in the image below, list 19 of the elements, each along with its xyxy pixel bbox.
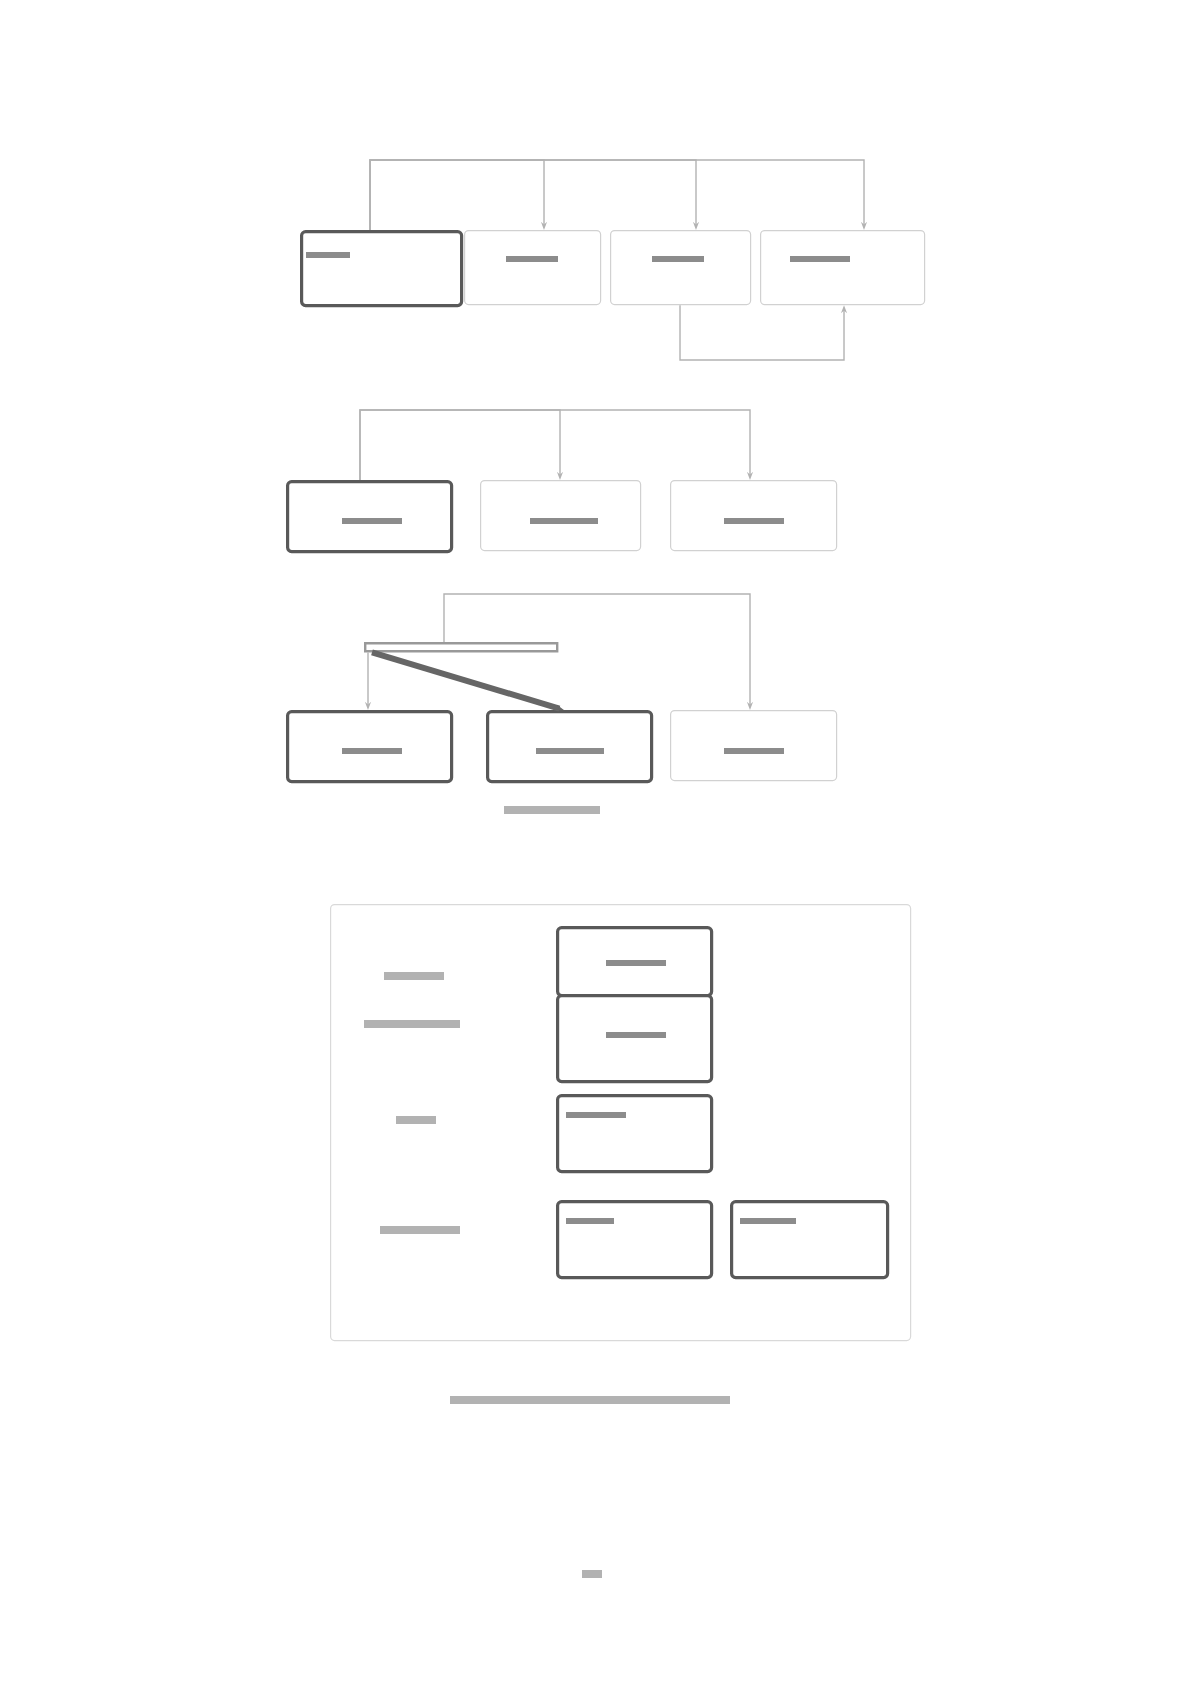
entity-box (556, 1200, 714, 1280)
entity-box (556, 926, 714, 998)
entity-box (286, 480, 454, 554)
entity-box (480, 480, 642, 552)
frame-box (330, 904, 912, 1342)
arrow (369, 159, 868, 231)
entity-box (730, 1200, 890, 1280)
entity-box (300, 230, 464, 308)
junction-bar (364, 642, 559, 653)
entity-box (760, 230, 926, 306)
entity-box (486, 710, 654, 784)
entity-box (286, 710, 454, 784)
entity-box (556, 994, 714, 1084)
arrow (359, 409, 754, 481)
entity-box (670, 480, 838, 552)
entity-box (464, 230, 602, 306)
entity-box (670, 710, 838, 782)
entity-box (556, 1094, 714, 1174)
entity-box (610, 230, 752, 306)
